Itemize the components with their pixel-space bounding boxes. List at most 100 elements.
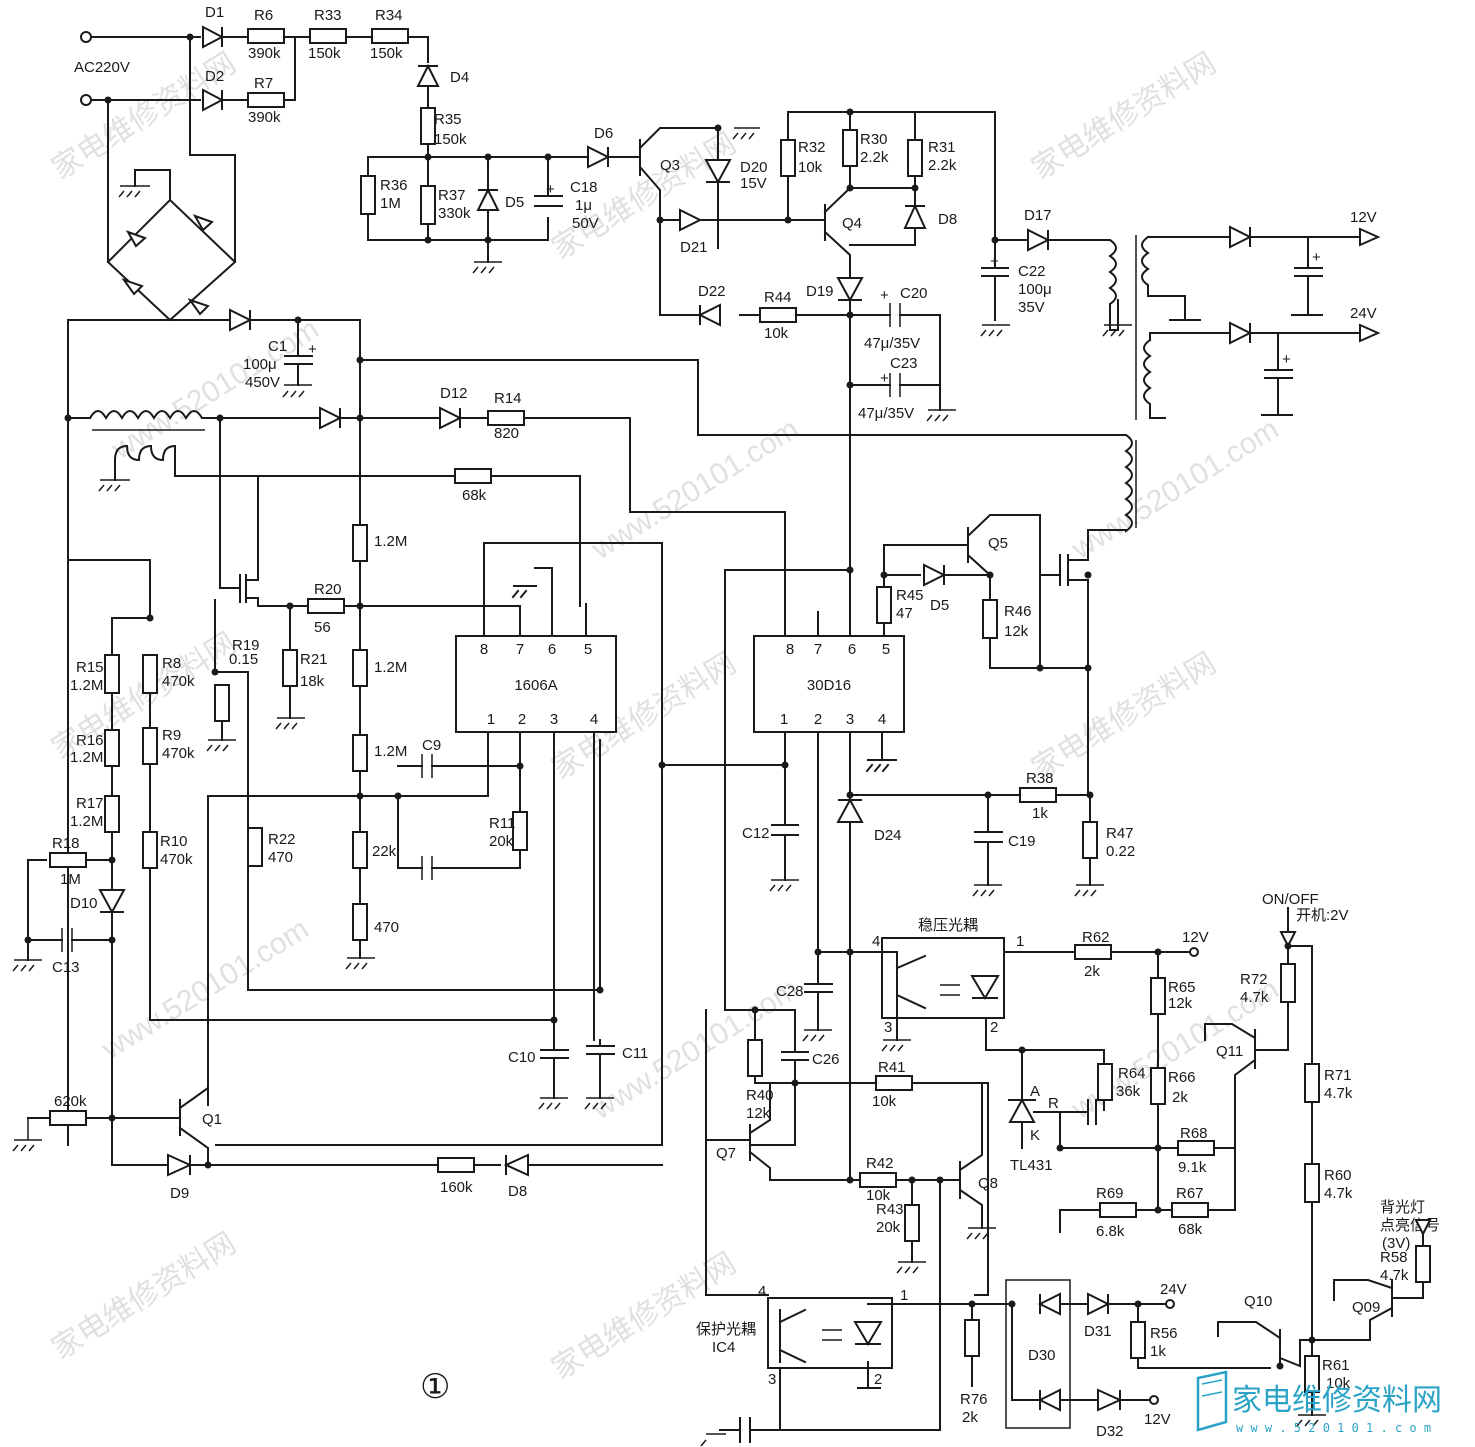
backlight-label-3: (3V)	[1382, 1235, 1410, 1252]
label-r9: R9	[162, 727, 181, 744]
r32-resistor	[780, 139, 796, 177]
svg-text:4: 4	[758, 1283, 766, 1300]
svg-text:8: 8	[786, 641, 794, 658]
label-r18: R18	[52, 835, 80, 852]
label-r17: R17	[76, 795, 104, 812]
label-r1m2b: 1.2M	[374, 659, 407, 676]
label-r56: R56	[1150, 1325, 1178, 1342]
d9-diode	[167, 1153, 193, 1177]
label-r37: R37	[438, 187, 466, 204]
label-r62: R62	[1082, 929, 1110, 946]
label-r18-value: 1M	[60, 871, 81, 888]
svg-text:+: +	[880, 370, 889, 387]
standby-control-section: ON/OFF 开机:2V R72 4.7k Q11 R71 4.7k R60 4…	[1204, 891, 1440, 1427]
out12-diode	[1229, 225, 1253, 249]
r7-resistor	[247, 92, 285, 108]
svg-text:1: 1	[1016, 933, 1024, 950]
label-d20-value: 15V	[740, 175, 767, 192]
label-r45-value: 47	[896, 605, 913, 622]
r15-resistor	[104, 654, 120, 694]
d30-group	[1005, 1279, 1071, 1429]
label-r22: R22	[268, 831, 296, 848]
book-icon	[1196, 1370, 1228, 1432]
r160k-resistor	[437, 1157, 475, 1173]
label-r10: R10	[160, 833, 188, 850]
label-q8: Q8	[978, 1175, 998, 1192]
svg-text:6: 6	[848, 641, 856, 658]
label-q3: Q3	[660, 157, 680, 174]
svg-text:5: 5	[584, 641, 592, 658]
label-r66: R66	[1168, 1069, 1196, 1086]
svg-text:+: +	[1282, 351, 1291, 368]
label-r30: R30	[860, 131, 888, 148]
r42-resistor	[859, 1172, 897, 1188]
d8-zener	[903, 203, 927, 229]
label-r71: R71	[1324, 1067, 1352, 1084]
svg-text:1: 1	[780, 711, 788, 728]
label-r38-value: 1k	[1032, 805, 1048, 822]
svg-text:1: 1	[900, 1287, 908, 1304]
svg-text:2: 2	[518, 711, 526, 728]
protect-24v-label: 24V	[1160, 1281, 1187, 1298]
feedback-12v-label: 12V	[1182, 929, 1209, 946]
r66-resistor	[1150, 1067, 1166, 1105]
svg-text:+: +	[1312, 249, 1321, 266]
label-c1: C1	[268, 338, 287, 355]
d32-diode	[1097, 1388, 1123, 1412]
d21-diode	[679, 208, 703, 232]
label-c9: C9	[422, 737, 441, 754]
label-r60: R60	[1324, 1167, 1352, 1184]
label-d17: D17	[1024, 207, 1052, 224]
label-r35: R35	[434, 111, 462, 128]
label-c13: C13	[52, 959, 80, 976]
label-r72-value: 4.7k	[1240, 989, 1269, 1006]
label-r76: R76	[960, 1391, 988, 1408]
label-r44: R44	[764, 289, 792, 306]
svg-text:3: 3	[550, 711, 558, 728]
d4-zener	[416, 63, 440, 87]
secondary-outputs: D17 + C22 100μ 35V + 12V + 24V	[980, 207, 1381, 546]
tl431-regulator	[1008, 1097, 1036, 1123]
svg-text:4: 4	[590, 711, 598, 728]
d2-diode	[202, 88, 225, 112]
label-c1-voltage: 450V	[245, 374, 280, 391]
label-c20: C20	[900, 285, 928, 302]
svg-text:2: 2	[814, 711, 822, 728]
label-r21-value: 18k	[300, 673, 325, 690]
label-r40-value: 12k	[746, 1105, 771, 1122]
r68-resistor	[1177, 1140, 1215, 1156]
label-r17-value: 1.2M	[70, 813, 103, 830]
r69-resistor	[1099, 1202, 1137, 1218]
label-c10: C10	[508, 1049, 536, 1066]
label-r56-value: 1k	[1150, 1343, 1166, 1360]
label-r35-value: 150k	[434, 131, 467, 148]
r58-resistor	[1415, 1245, 1431, 1283]
svg-text:7: 7	[814, 641, 822, 658]
label-r44-value: 10k	[764, 325, 789, 342]
watermark-cn: 家电维修资料网	[546, 1247, 742, 1386]
ac-terminal-l	[80, 31, 92, 43]
svg-text:3: 3	[884, 1019, 892, 1036]
label-d9: D9	[170, 1185, 189, 1202]
r41-resistor	[875, 1075, 913, 1091]
protect-opto-ref: IC4	[712, 1339, 735, 1356]
label-r31: R31	[928, 139, 956, 156]
tl431-k: K	[1030, 1127, 1040, 1144]
label-r19-value: 0.15	[229, 651, 258, 668]
label-r15-value: 1.2M	[70, 677, 103, 694]
output-12v-label: 12V	[1350, 209, 1377, 226]
r33-resistor	[309, 28, 347, 44]
label-r71-value: 4.7k	[1324, 1085, 1353, 1102]
output-24v-label: 24V	[1350, 305, 1377, 322]
label-r22-value: 470	[268, 849, 293, 866]
label-r14-value: 820	[494, 425, 519, 442]
onoff-label: ON/OFF	[1262, 891, 1319, 908]
d1-diode	[202, 25, 225, 49]
label-d5b: D5	[930, 597, 949, 614]
label-c22-voltage: 35V	[1018, 299, 1045, 316]
label-r36: R36	[380, 177, 408, 194]
r21-resistor	[282, 649, 298, 687]
label-r32: R32	[798, 139, 826, 156]
svg-text:2: 2	[990, 1019, 998, 1036]
label-r22k: 22k	[372, 843, 397, 860]
